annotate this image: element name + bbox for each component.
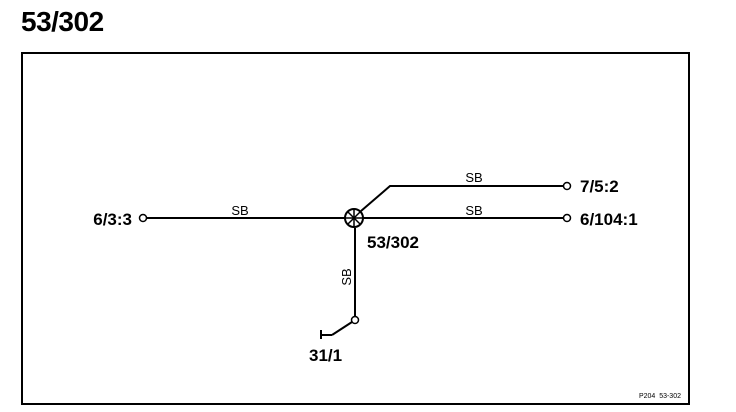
- terminal-right-icon: [562, 213, 572, 223]
- terminal-upper-right-icon: [562, 181, 572, 191]
- wire-label-right: SB: [465, 203, 482, 218]
- wire-label-left: SB: [231, 203, 248, 218]
- splice-label: 53/302: [367, 233, 419, 252]
- wire-label-down: SB: [339, 268, 354, 285]
- terminal-ground-icon: [350, 315, 360, 325]
- terminal-left-icon: [138, 213, 148, 223]
- terminal-label-right: 6/104:1: [580, 210, 638, 229]
- terminal-label-ground: 31/1: [309, 346, 342, 365]
- ground-icon: [320, 321, 353, 339]
- page-title: 53/302: [21, 6, 104, 37]
- wire-upper-right: [360, 185, 563, 212]
- terminal-label-left: 6/3:3: [93, 210, 132, 229]
- reference-code: P204 53-302: [639, 393, 681, 400]
- diagram-frame: [21, 52, 690, 405]
- splice-node-icon: [344, 208, 364, 228]
- wire-label-upper-right: SB: [465, 170, 482, 185]
- terminal-label-upper-right: 7/5:2: [580, 177, 619, 196]
